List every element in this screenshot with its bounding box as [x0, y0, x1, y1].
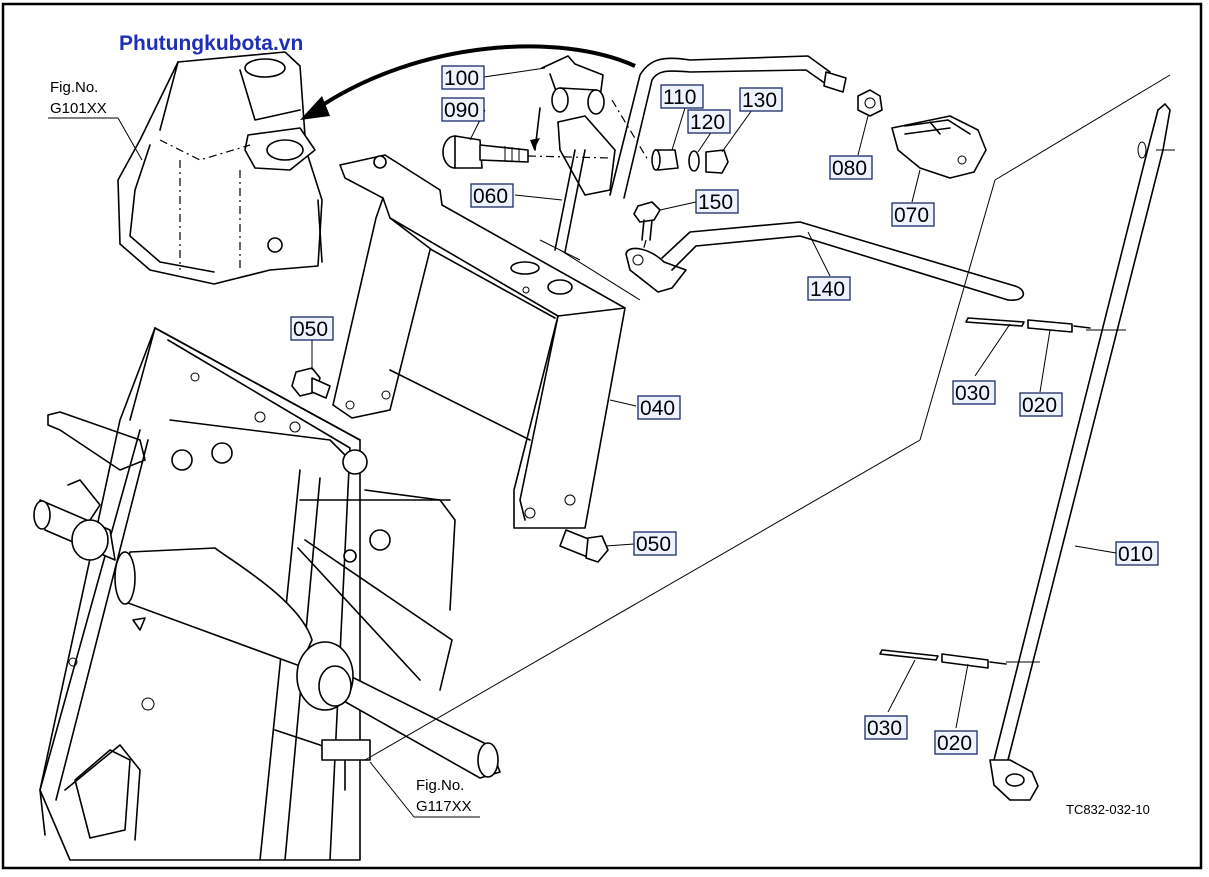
rod-140: [625, 221, 1025, 301]
callout-080[interactable]: 080: [829, 155, 873, 180]
callout-100[interactable]: 100: [441, 65, 485, 90]
svg-text:050: 050: [636, 533, 671, 556]
svg-text:Fig.No.: Fig.No.: [416, 777, 464, 794]
svg-text:G101XX: G101XX: [50, 100, 107, 117]
leader-lines: [311, 67, 1117, 729]
svg-text:090: 090: [444, 99, 479, 122]
callout-130[interactable]: 130: [739, 87, 783, 112]
callout-030-upper[interactable]: 030: [952, 380, 996, 405]
bolt-050-lower: [559, 529, 609, 563]
rod-010: [989, 103, 1175, 801]
svg-text:150: 150: [698, 191, 733, 214]
svg-text:030: 030: [867, 717, 902, 740]
callout-050-upper[interactable]: 050: [290, 316, 334, 341]
svg-text:130: 130: [742, 89, 777, 112]
callout-090[interactable]: 090: [441, 97, 485, 122]
callout-040[interactable]: 040: [637, 395, 681, 420]
svg-text:050: 050: [293, 318, 328, 341]
drawing-code: TC832-032-10: [1066, 802, 1150, 817]
svg-text:G117XX: G117XX: [416, 798, 472, 815]
spring-100: [541, 55, 605, 115]
collar-110: [651, 149, 679, 171]
callout-150[interactable]: 150: [695, 189, 739, 214]
callout-050-lower[interactable]: 050: [633, 531, 677, 556]
callout-020-upper[interactable]: 020: [1019, 392, 1063, 417]
svg-text:Fig.No.: Fig.No.: [50, 79, 98, 96]
knob-070: [891, 115, 987, 179]
figure-ref-g101: Fig.No. G101XX: [48, 79, 143, 161]
pins-lower: [879, 649, 1007, 669]
bolt-050-upper: [291, 367, 331, 399]
svg-text:030: 030: [955, 382, 990, 405]
svg-text:010: 010: [1118, 543, 1153, 566]
nut-130: [705, 149, 729, 174]
bracket-060: [530, 107, 616, 253]
lever-rod-upper: [609, 55, 847, 199]
washer-120: [688, 150, 700, 172]
nut-080: [857, 89, 883, 117]
callout-110[interactable]: 110: [660, 84, 704, 109]
svg-text:060: 060: [473, 185, 508, 208]
svg-text:120: 120: [690, 111, 725, 134]
callout-020-lower[interactable]: 020: [934, 730, 978, 755]
figure-ref-g117: Fig.No. G117XX: [369, 761, 480, 818]
callout-140[interactable]: 140: [807, 276, 851, 301]
callout-070[interactable]: 070: [891, 202, 935, 227]
pins-upper: [965, 317, 1091, 333]
callout-060[interactable]: 060: [470, 183, 514, 208]
svg-text:020: 020: [937, 732, 972, 755]
reference-lines: [364, 74, 1171, 761]
watermark-text: Phutungkubota.vn: [119, 32, 303, 55]
svg-text:140: 140: [810, 278, 845, 301]
svg-text:110: 110: [663, 86, 696, 109]
callout-120[interactable]: 120: [687, 109, 731, 134]
svg-text:080: 080: [832, 157, 867, 180]
svg-text:020: 020: [1022, 394, 1057, 417]
svg-text:040: 040: [640, 397, 675, 420]
svg-text:070: 070: [894, 204, 929, 227]
mounting-plate-040: [332, 154, 626, 529]
bolt-090: [442, 135, 611, 169]
assembly-arrow: [300, 44, 636, 120]
svg-text:100: 100: [444, 67, 479, 90]
callout-030-lower[interactable]: 030: [864, 715, 908, 740]
control-panel-housing: [117, 51, 323, 285]
callout-010[interactable]: 010: [1115, 541, 1159, 566]
chassis-frame: [33, 327, 501, 861]
